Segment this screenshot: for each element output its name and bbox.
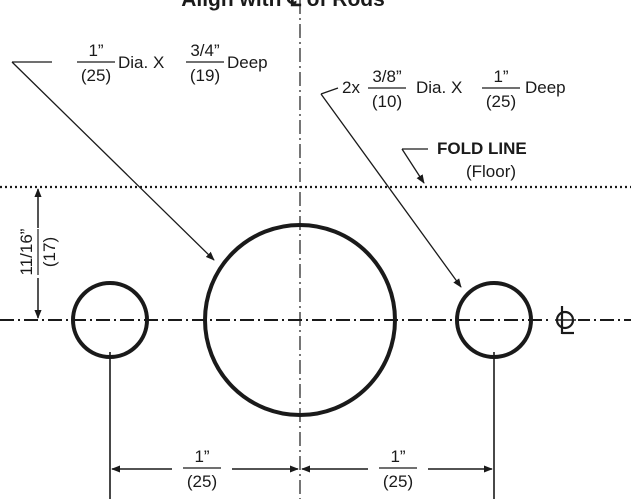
large-hole-leader <box>11 61 215 261</box>
large-hole-depth-mm: (19) <box>190 66 220 85</box>
large-hole-diameter-inch: 1” <box>88 41 103 60</box>
left-spacing-mm: (25) <box>187 472 217 491</box>
vertical-dim-mm: (17) <box>40 237 59 267</box>
large-hole-diameter-mm: (25) <box>81 66 111 85</box>
small-holes-depth-mm: (25) <box>486 92 516 111</box>
fold-line-sublabel: (Floor) <box>466 162 516 181</box>
fold-line-label: FOLD LINE <box>437 139 527 158</box>
small-holes-count: 2x <box>342 78 360 97</box>
small-holes-diameter-mm: (10) <box>372 92 402 111</box>
large-hole-depth-inch: 3/4” <box>190 41 220 60</box>
vertical-dim-label: 11/16” (17) <box>17 228 59 275</box>
small-holes-leader <box>320 93 462 288</box>
centerline-symbol-icon <box>555 306 576 335</box>
small-holes-deep-label: Deep <box>525 78 566 97</box>
large-hole-callout: 1” (25) Dia. X 3/4” (19) Deep <box>77 41 268 85</box>
right-spacing-mm: (25) <box>383 472 413 491</box>
fold-line-leader <box>401 148 425 184</box>
small-holes-dia-label: Dia. X <box>416 78 462 97</box>
small-holes-depth-inch: 1” <box>493 67 508 86</box>
vertical-dim-inch: 11/16” <box>17 228 36 275</box>
large-hole-dia-label: Dia. X <box>118 53 164 72</box>
small-holes-leader-shelf <box>320 87 339 95</box>
small-holes-callout: 2x 3/8” (10) Dia. X 1” (25) Deep <box>342 67 566 111</box>
right-spacing-inch: 1” <box>390 447 405 466</box>
large-hole <box>203 223 397 417</box>
left-spacing-inch: 1” <box>194 447 209 466</box>
large-hole-deep-label: Deep <box>227 53 268 72</box>
title: Align with ℄ of Rods <box>181 0 385 11</box>
small-holes-diameter-inch: 3/8” <box>372 67 402 86</box>
